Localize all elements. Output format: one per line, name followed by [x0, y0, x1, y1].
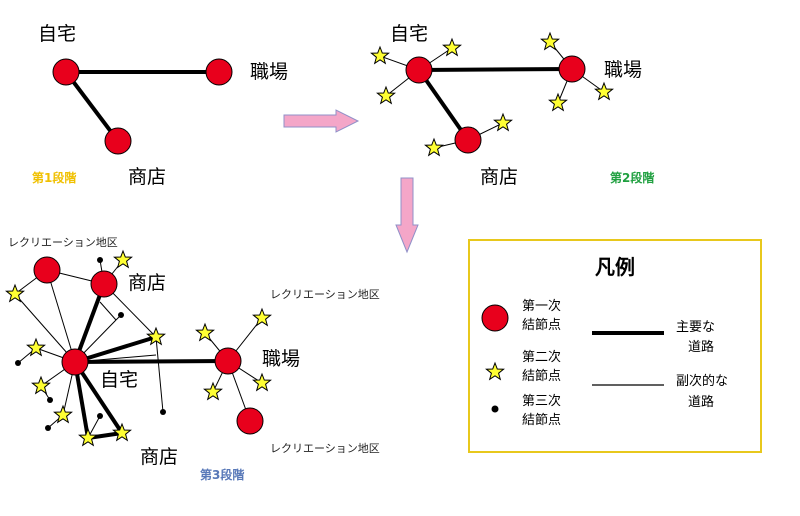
- legend: 凡例 第一次 結節点 第二次 結節点 第三次 結節点 主要な 道路 副次的な 道…: [468, 239, 762, 453]
- stage2-work-label: 職場: [604, 59, 642, 81]
- stage2-star-icon: [442, 38, 462, 56]
- stage3-label: 第3段階: [200, 467, 244, 482]
- stage3-main-roads: [73, 283, 229, 440]
- stage3-recreation-label-top-left: レクリエーション地区: [8, 236, 118, 249]
- stage3-star-icon: [252, 373, 272, 391]
- stage3-work-label: 職場: [262, 348, 300, 370]
- stage2-work-node: [558, 55, 586, 83]
- stage3-star-icon: [5, 284, 25, 302]
- stage2-star-icon: [424, 138, 444, 156]
- stage3-recreation-node: [33, 256, 61, 284]
- stage3-home-node: [61, 348, 89, 376]
- legend-tertiary-node-line1: 第三次: [522, 393, 561, 409]
- stage3-shop-node: [90, 270, 118, 298]
- stage1-main-road-home-shop: [64, 70, 120, 143]
- stage2-star-icon: [370, 46, 390, 64]
- arrow-right: [283, 109, 360, 133]
- stage2-star-icon: [548, 93, 568, 111]
- stage3-shop-bottom-label: 商店: [140, 446, 178, 468]
- stage2-star-icon: [376, 86, 396, 104]
- legend-primary-node-icon: [481, 304, 509, 332]
- legend-tertiary-node-line2: 結節点: [522, 413, 561, 428]
- stage3-dot: [118, 312, 124, 318]
- legend-primary-node-line1: 第一次: [522, 298, 561, 314]
- legend-box: [468, 239, 762, 453]
- stage3-star-icon: [203, 382, 223, 400]
- legend-tertiary-dot-icon: [491, 405, 499, 413]
- stage2-home-label: 自宅: [390, 23, 428, 45]
- stage2-shop-node: [454, 126, 482, 154]
- stage3-recreation-label-bottom-right: レクリエーション地区: [270, 442, 380, 455]
- stage2-main-road-home-work: [418, 67, 573, 72]
- stage3-dot: [97, 257, 103, 263]
- arrow-down: [395, 177, 419, 254]
- legend-secondary-node-line1: 第二次: [522, 349, 561, 365]
- stage1-home-label: 自宅: [38, 23, 76, 45]
- stage2-shop-label: 商店: [480, 166, 518, 188]
- stage3-shop-top-label: 商店: [128, 272, 166, 294]
- legend-primary-node-line2: 結節点: [522, 318, 561, 333]
- stage2-star-icon: [493, 113, 513, 131]
- legend-main-road-line1: 主要な: [676, 320, 715, 335]
- legend-sub-road-line2: 道路: [688, 394, 714, 410]
- stage1-shop-label: 商店: [128, 166, 166, 188]
- stage3-work-node: [214, 347, 242, 375]
- stage3-star-icon: [78, 428, 98, 446]
- stage3-recreation-node: [236, 407, 264, 435]
- stage3-star-icon: [113, 250, 133, 268]
- stage2-star-icon: [594, 82, 614, 100]
- stage3-sub-roads: [14, 259, 263, 439]
- stage1-work-label: 職場: [250, 61, 288, 83]
- legend-sub-road-line1: 副次的な: [676, 373, 728, 389]
- stage3-home-label: 自宅: [100, 369, 138, 391]
- legend-title: 凡例: [595, 255, 635, 279]
- stage3-recreation-label-top-right: レクリエーション地区: [270, 288, 380, 301]
- stage3-dot: [160, 409, 166, 415]
- stage2-main-road-home-shop: [417, 68, 470, 142]
- stage3-star-icon: [195, 323, 215, 341]
- legend-secondary-node-line2: 結節点: [522, 369, 561, 384]
- stage1-network: 自宅 職場 商店 第1段階: [32, 23, 288, 188]
- legend-main-road-line2: 道路: [688, 339, 714, 355]
- stage1-work-node: [205, 58, 233, 86]
- stage3-star-icon: [31, 376, 51, 394]
- stage2-home-node: [405, 56, 433, 84]
- stage2-label: 第2段階: [610, 170, 654, 185]
- stage3-dot: [47, 397, 53, 403]
- stage2-star-icon: [540, 32, 560, 50]
- stage3-dot: [15, 360, 21, 366]
- stage3-star-icon: [252, 308, 272, 326]
- stage1-label: 第1段階: [32, 170, 76, 185]
- stage1-shop-node: [104, 127, 132, 155]
- stage3-dot: [45, 425, 51, 431]
- stage2-network: 自宅 職場 商店 第2段階: [370, 23, 654, 188]
- stage3-dot: [97, 413, 103, 419]
- stage3-network: レクリエーション地区 レクリエーション地区 レクリエーション地区 商店 自宅 職…: [5, 236, 380, 482]
- stage1-home-node: [52, 58, 80, 86]
